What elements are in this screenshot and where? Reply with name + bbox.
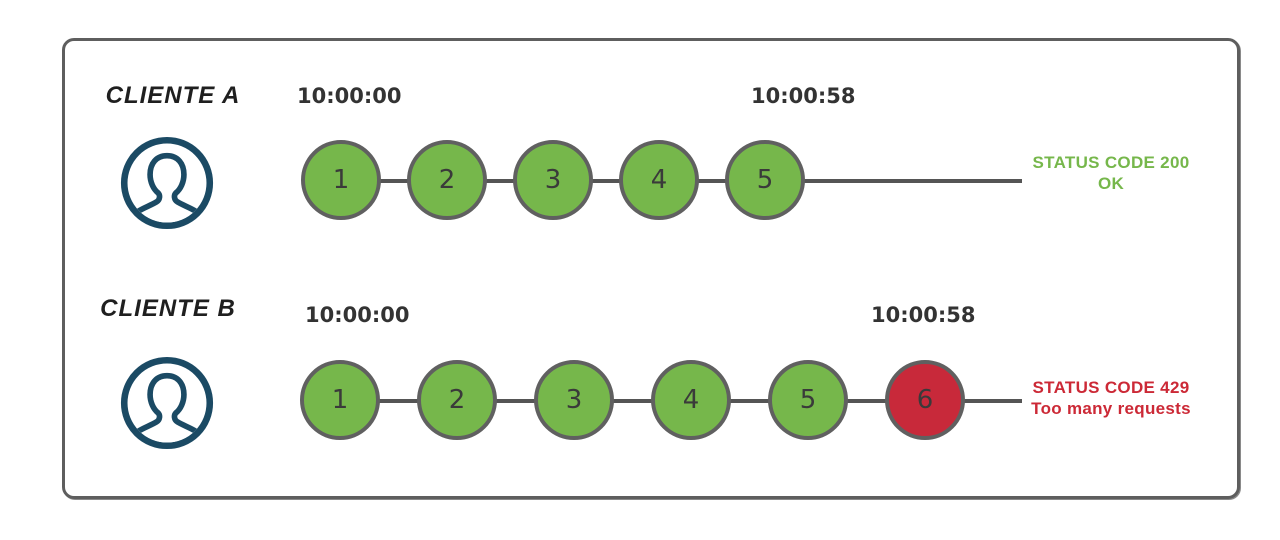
client-a-user-avatar-icon [120,136,214,230]
client-b-status-code-line: STATUS CODE 429 [1032,378,1190,397]
client-a-request-circle-4: 4 [619,140,699,220]
client-b-request-circle-1: 1 [300,360,380,440]
client-b-start-timestamp: 10:00:00 [305,303,410,327]
client-b-status-text: STATUS CODE 429 Too many requests [1022,377,1200,419]
client-b-request-circle-3: 3 [534,360,614,440]
client-b-name-label: CLIENTE B [100,295,236,322]
client-b-request-circle-2: 2 [417,360,497,440]
client-a-request-circle-3: 3 [513,140,593,220]
client-a-start-timestamp: 10:00:00 [297,84,402,108]
client-b-request-circle-4: 4 [651,360,731,440]
client-b-user-avatar-icon [120,356,214,450]
client-b-status-message-line: Too many requests [1031,399,1191,418]
client-a-status-message-line: OK [1097,174,1125,193]
client-a-name-label: CLIENTE A [105,82,241,109]
client-b-request-circle-6: 6 [885,360,965,440]
diagram-frame [62,38,1240,499]
client-a-request-circle-1: 1 [301,140,381,220]
client-b-end-timestamp: 10:00:58 [871,303,976,327]
client-b-request-circle-5: 5 [768,360,848,440]
client-a-request-circle-2: 2 [407,140,487,220]
client-a-end-timestamp: 10:00:58 [751,84,856,108]
client-a-status-code-line: STATUS CODE 200 [1032,153,1190,172]
client-a-request-circle-5: 5 [725,140,805,220]
client-a-status-text: STATUS CODE 200 OK [1022,152,1200,194]
